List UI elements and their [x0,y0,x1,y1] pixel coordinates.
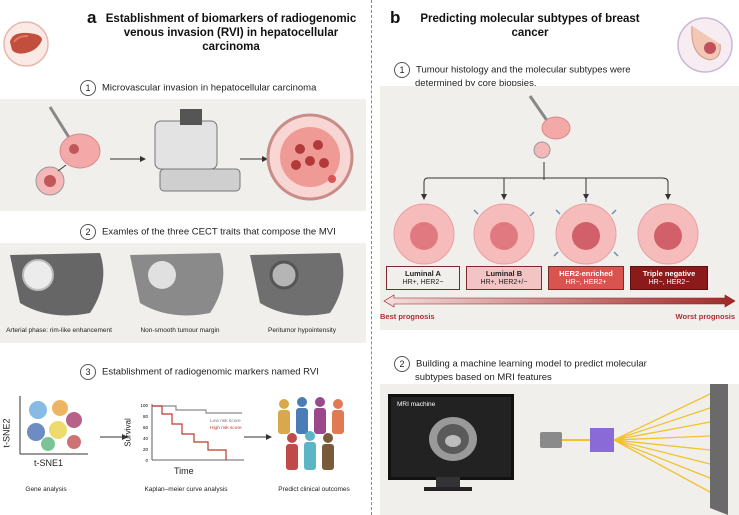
subtype-luminal-a: Luminal A HR+, HER2− [386,266,460,290]
mvi-illustration [35,106,354,201]
step-number: 2 [394,356,410,372]
panel-b-step1: 1 Tumour histology and the molecular subt… [394,62,631,90]
monitor-base [424,487,472,491]
arrow-icon [244,434,272,440]
subtype-markers: HR+, HER2− [402,279,444,286]
km-low-risk-curve [152,405,242,414]
tsne-plot: t-SNE2 t-SNE1 Gene analysis [2,392,96,502]
mri-monitor: MRI machine [388,394,514,480]
km-ytick: 40 [143,436,149,441]
step-number: 1 [80,80,96,96]
km-chart: 100 80 60 40 20 0 Low risk score High ri… [140,403,244,463]
panel-b-letter: b [390,8,401,27]
cect-caption-2: Non-smooth tumour margin [140,327,220,334]
tsne-ylabel: t-SNE2 [1,418,12,448]
step-text-line1: Tumour histology and the molecular subty… [416,64,631,76]
panel-b-band2: MRI machine [380,384,739,515]
panel-a-step2: 2 Examles of the three CECT traits that c… [80,224,336,240]
subtype-name: Triple negative [642,269,696,278]
step-text: Establishment of radiogenomic markers na… [102,366,319,378]
arrow-icon [100,434,128,440]
step-number: 3 [80,364,96,380]
panel-a-title-line1: Establishment of biomarkers of radiogeno… [105,13,357,25]
subtype-her2-enriched: HER2-enriched HR−, HER2+ [548,266,624,290]
subtype-name: Luminal B [485,269,523,278]
subtype-luminal-b: Luminal B HR+, HER2+/− [466,266,542,290]
step-text: Examles of the three CECT traits that co… [102,226,336,238]
subtype-markers: HR+, HER2+/− [480,279,528,286]
breast-icon [677,17,733,73]
panel-a-title-line2: venous invasion (RVI) in hepatocellular … [123,27,339,53]
km-legend-high: High risk score [210,425,242,431]
monitor-stand [436,477,460,487]
subtype-name: HER2-enriched [559,269,613,278]
panel-a-title: Establishment of biomarkers of radiogeno… [96,12,366,54]
panel-a-band1 [0,99,366,211]
panel-a-step1: 1 Microvascular invasion in hepatocellula… [80,80,316,96]
prognosis-worst: Worst prognosis [675,312,735,321]
panel-b-step2: 2 Building a machine learning model to pr… [394,356,647,384]
km-legend-low: Low risk score [210,418,241,424]
panel-divider [371,0,372,515]
feature-beam [540,384,728,515]
step-number: 1 [394,62,410,78]
step-text-line1: Building a machine learning model to pre… [416,358,647,370]
subtype-markers: HR−, HER2+ [565,279,607,286]
step-number: 2 [80,224,96,240]
mri-label: MRI machine [397,401,436,408]
outcome-caption: Predict clinical outcomes [278,486,350,493]
step-text-line2: subtypes based on MRI features [415,372,552,383]
brain-scan-image [429,417,477,461]
subtype-triple-negative: Triple negative HR−, HER2− [630,266,708,290]
cect-caption-3: Peritumor hypointensity [268,327,336,334]
tsne-caption: Gene analysis [25,486,67,493]
panel-a-letter: a [87,8,97,27]
cect-livers [10,253,344,316]
km-ylabel: Survival [123,418,133,447]
km-plot: Survival 100 80 60 40 20 0 Low risk scor… [124,400,244,504]
subtype-tree [393,95,699,270]
panel-a-band2: Arterial phase: rim-like enhancement Non… [0,243,366,343]
subtype-name: Luminal A [405,269,441,278]
km-ytick: 60 [143,425,149,430]
km-xlabel: Time [174,466,194,476]
km-caption: Kaplan–meier curve analysis [144,486,228,493]
liver-icon [3,21,49,67]
tsne-scatter [19,396,88,455]
prognosis-arrow [383,294,736,308]
km-ytick: 80 [143,414,149,419]
people-group-icon [278,397,344,470]
km-ytick: 20 [143,447,149,452]
step-text: Microvascular invasion in hepatocellular… [102,82,317,94]
km-high-risk-curve [152,405,227,460]
step-text-line2: determined by core biopsies. [415,78,537,89]
panel-b-title-line1: Predicting molecular subtypes of breast [420,13,640,25]
cect-caption-1: Arterial phase: rim-like enhancement [6,327,112,334]
panel-b-title: Predicting molecular subtypes of breast … [400,12,660,40]
panel-b-band1: Luminal A HR+, HER2− Luminal B HR+, HER2… [380,86,739,330]
km-ytick: 0 [145,458,148,463]
panel-a-step3: 3 Establishment of radiogenomic markers n… [80,364,319,380]
km-ytick: 100 [140,403,148,408]
prognosis-best: Best prognosis [380,312,435,321]
tsne-xlabel: t-SNE1 [34,458,64,468]
subtype-markers: HR−, HER2− [648,279,690,286]
panel-b-title-line2: cancer [511,27,549,39]
